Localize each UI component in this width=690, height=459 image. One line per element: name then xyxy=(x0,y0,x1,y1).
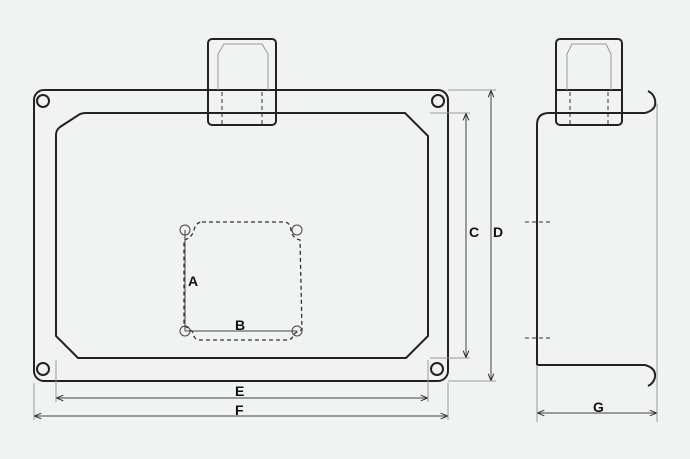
dimension-g-label: G xyxy=(593,399,604,415)
mounting-pattern xyxy=(179,221,303,341)
dimension-b-label: B xyxy=(235,317,245,333)
corner-hole-top-left xyxy=(36,94,50,108)
dimension-d-label: D xyxy=(493,224,503,240)
corner-hole-bottom-right xyxy=(430,362,444,376)
dimension-a-label: A xyxy=(188,273,198,289)
dimension-c-label: C xyxy=(469,224,479,240)
cable-gland-front xyxy=(207,38,277,126)
inner-panel xyxy=(55,112,429,359)
corner-hole-bottom-left xyxy=(36,362,50,376)
front-view: A B C D E F xyxy=(33,38,503,420)
dimension-f-label: F xyxy=(235,402,244,418)
corner-hole-top-right xyxy=(431,94,445,108)
outer-frame xyxy=(33,89,449,382)
cable-gland-side xyxy=(555,38,623,126)
dimension-e-label: E xyxy=(235,383,244,399)
side-view: G xyxy=(525,38,658,422)
